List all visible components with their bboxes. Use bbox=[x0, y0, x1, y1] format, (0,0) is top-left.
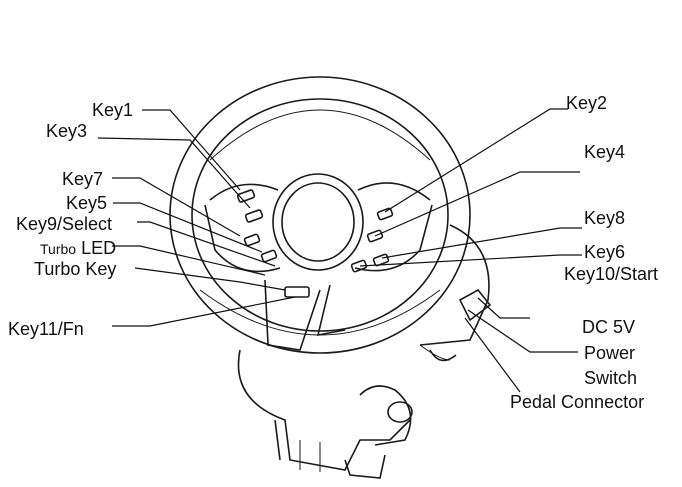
label-turbo-key: Turbo Key bbox=[34, 259, 117, 279]
label-key1: Key1 bbox=[92, 100, 134, 120]
label-pedal-connector: Pedal Connector bbox=[510, 392, 645, 412]
label-turbo-led-prefix: Turbo bbox=[40, 241, 77, 257]
label-key3: Key3 bbox=[46, 121, 88, 141]
label-key4: Key4 bbox=[584, 142, 626, 162]
label-dc-5v: DC 5V bbox=[582, 317, 636, 337]
label-key7: Key7 bbox=[62, 169, 104, 189]
label-key5: Key5 bbox=[66, 193, 108, 213]
wheel-hub bbox=[204, 173, 433, 273]
label-key8: Key8 bbox=[584, 208, 626, 228]
wheel-rim bbox=[169, 76, 471, 354]
lower-spoke bbox=[264, 279, 346, 351]
label-power: Power bbox=[584, 343, 636, 363]
label-key11-fn: Key11/Fn bbox=[8, 319, 84, 339]
side-housing bbox=[419, 224, 492, 362]
label-key6: Key6 bbox=[584, 242, 626, 262]
label-key2: Key2 bbox=[566, 93, 608, 113]
right-buttons bbox=[350, 207, 394, 273]
label-turbo-led-text: LED bbox=[81, 238, 117, 258]
label-key9-select: Key9/Select bbox=[16, 214, 113, 234]
label-turbo-led: Turbo LED bbox=[40, 238, 116, 259]
label-switch: Switch bbox=[584, 368, 638, 388]
leader-lines bbox=[97, 108, 582, 393]
left-buttons bbox=[236, 189, 278, 263]
base-clamp bbox=[237, 349, 413, 479]
label-key10-start: Key10/Start bbox=[564, 264, 659, 284]
